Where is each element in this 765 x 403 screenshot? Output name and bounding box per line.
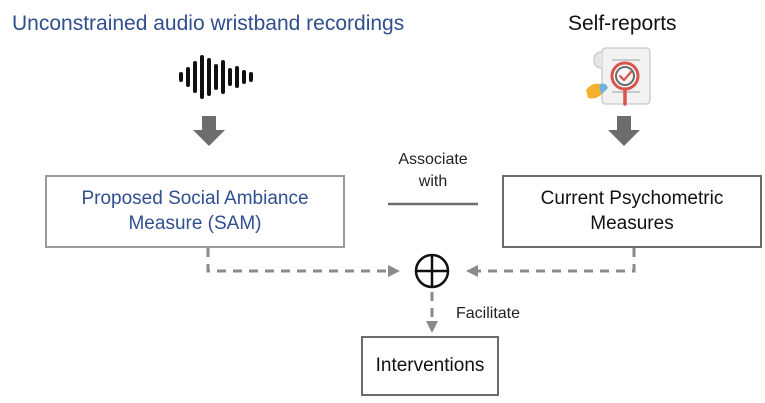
circle-plus-icon bbox=[414, 253, 450, 289]
sam-box-line2: Measure (SAM) bbox=[128, 212, 262, 234]
psychometric-box-line2: Measures bbox=[590, 212, 674, 234]
sam-box: Proposed Social Ambiance Measure (SAM) bbox=[45, 175, 345, 248]
psychometric-box: Current Psychometric Measures bbox=[502, 175, 762, 248]
sam-box-line1: Proposed Social Ambiance bbox=[81, 187, 309, 209]
psychometric-box-line1: Current Psychometric bbox=[540, 187, 724, 209]
facilitate-label: Facilitate bbox=[456, 305, 521, 322]
dashed-connectors bbox=[206, 248, 636, 321]
report-magnifier-icon bbox=[586, 47, 651, 106]
dashed-arrowhead-left bbox=[466, 265, 478, 277]
interventions-box: Interventions bbox=[361, 336, 499, 396]
dashed-arrowhead-right bbox=[388, 265, 400, 277]
down-arrow-right bbox=[608, 116, 640, 146]
associate-label-line2: with bbox=[418, 173, 448, 190]
interventions-label: Interventions bbox=[375, 354, 485, 376]
associate-label-line1: Associate bbox=[398, 151, 468, 168]
down-arrow-left bbox=[193, 116, 225, 146]
audio-waveform-icon bbox=[179, 55, 253, 99]
associate-label: Associate with bbox=[383, 151, 483, 191]
dashed-arrowhead-down bbox=[426, 321, 438, 333]
self-reports-title: Self-reports bbox=[568, 12, 677, 35]
audio-recordings-title: Unconstrained audio wristband recordings bbox=[12, 12, 405, 35]
